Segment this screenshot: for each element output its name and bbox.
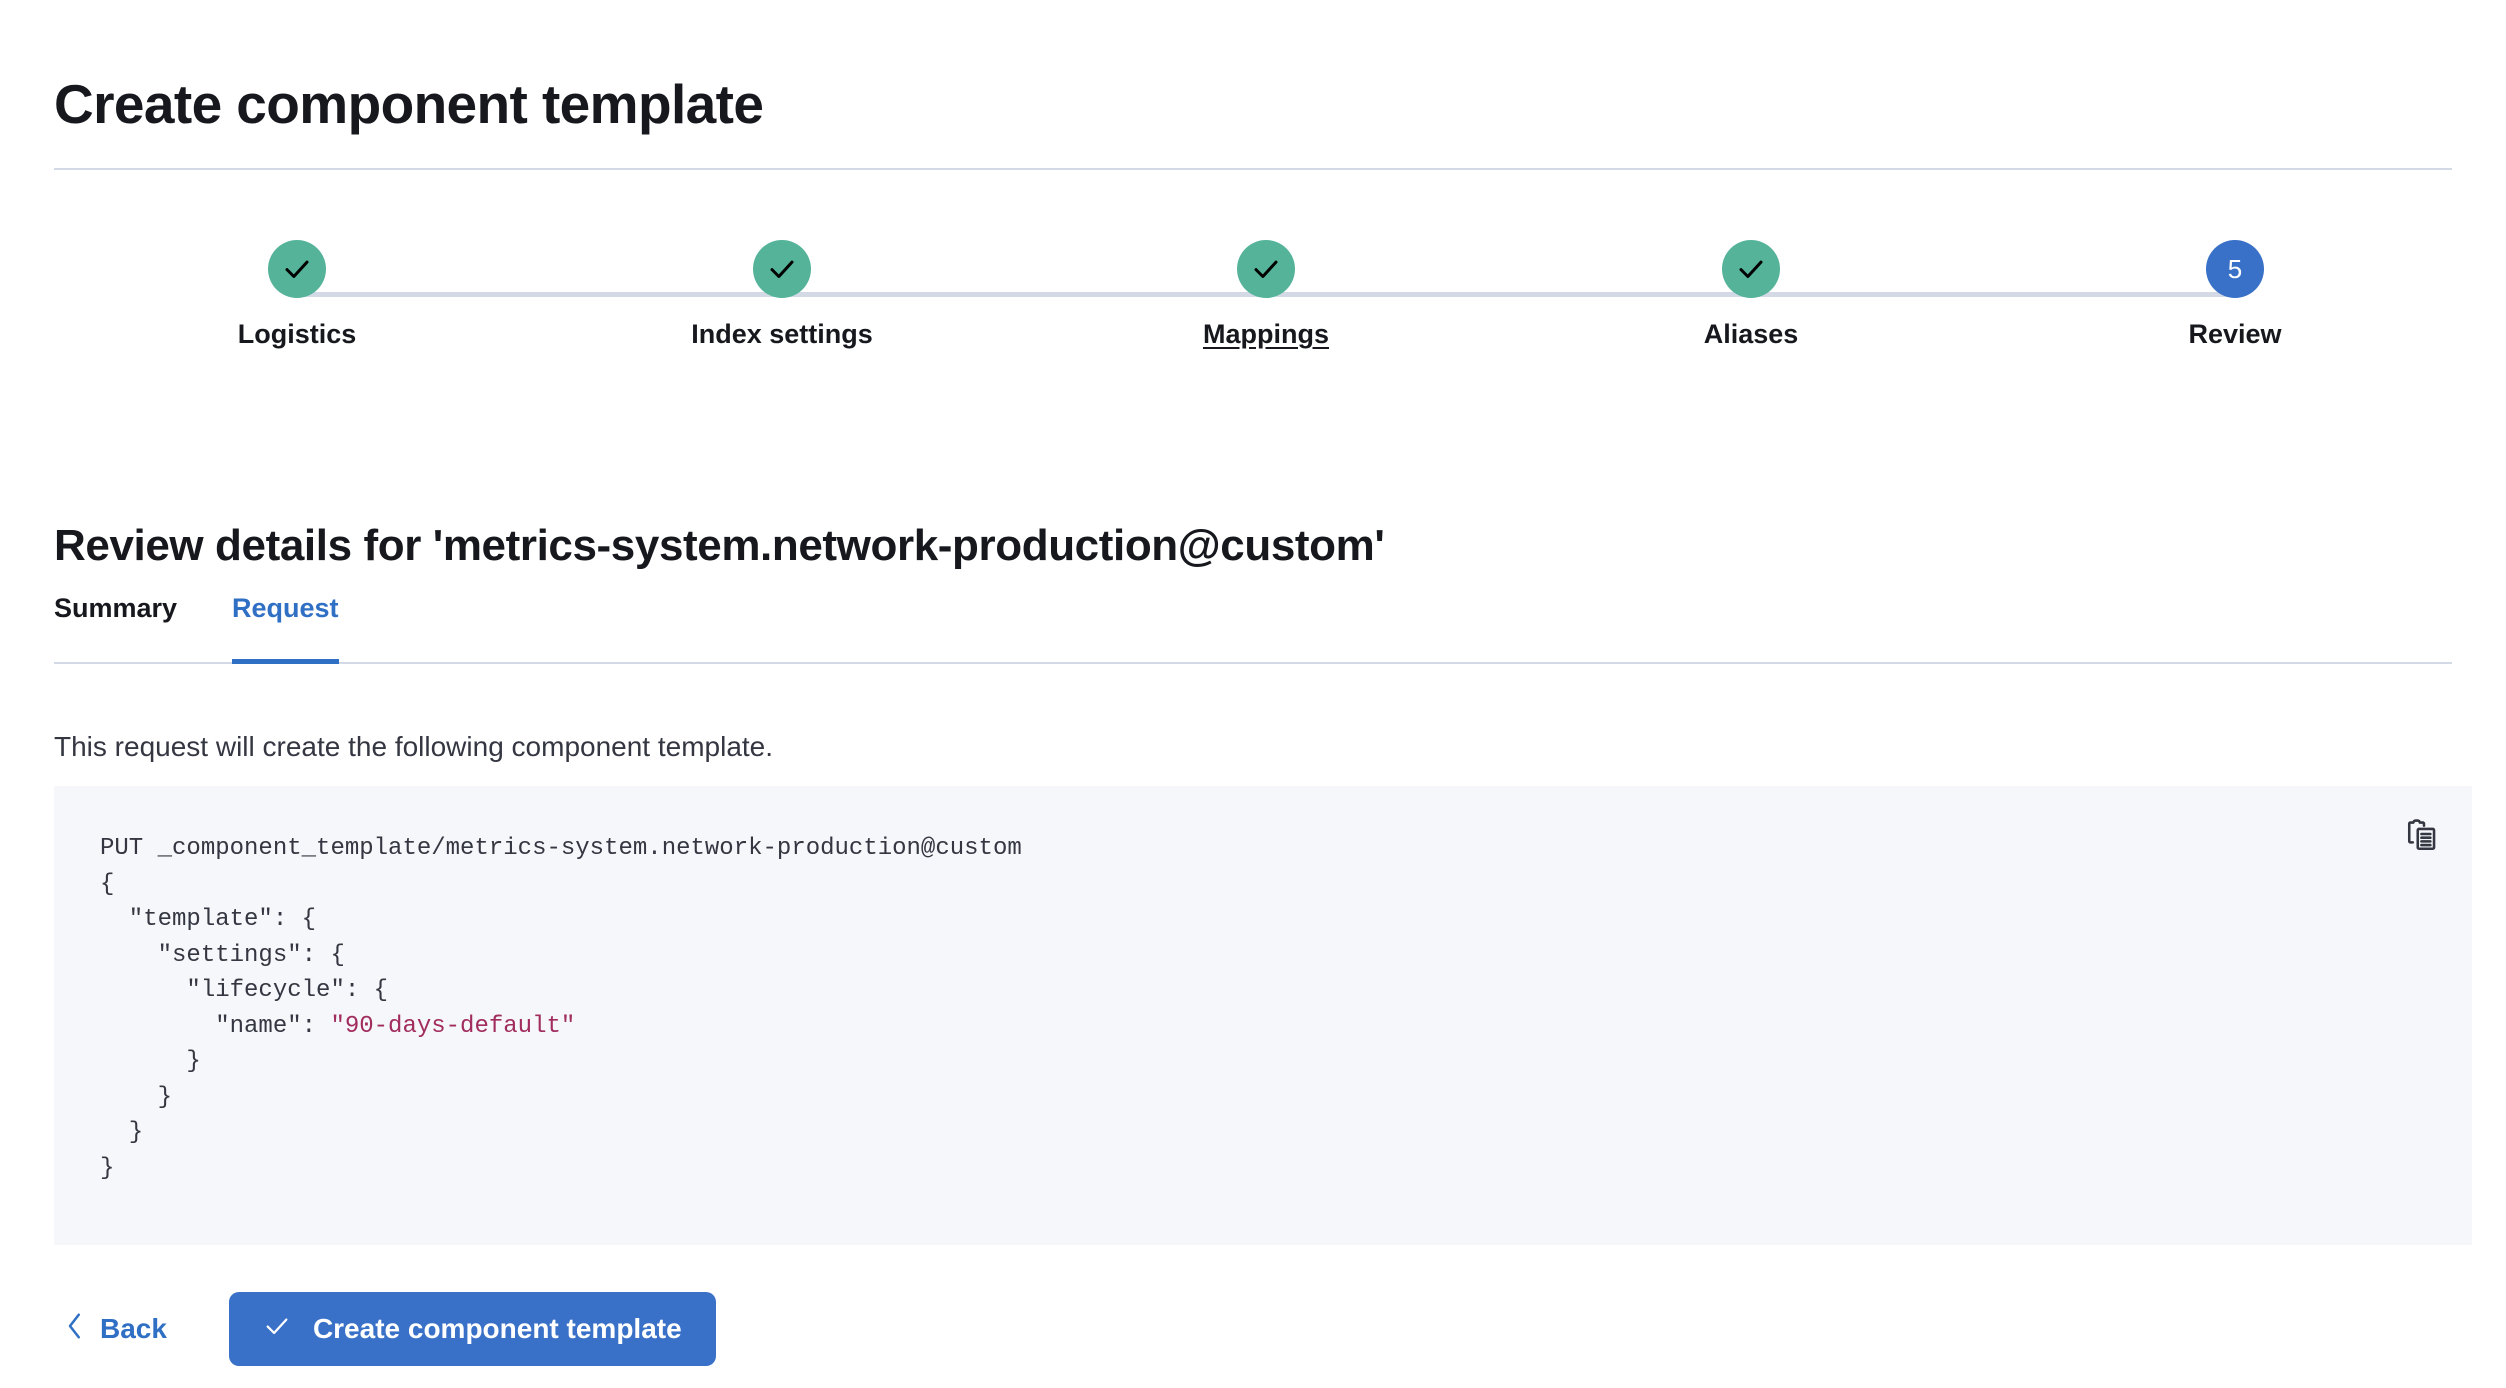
- back-button-label: Back: [100, 1313, 167, 1344]
- request-body-line: "template": {: [100, 906, 317, 933]
- step-aliases[interactable]: Aliases: [1611, 240, 1891, 350]
- request-body-line: }: [100, 1048, 201, 1075]
- check-icon: [1251, 254, 1281, 284]
- check-icon: [1736, 254, 1766, 284]
- request-lifecycle-name-value: "90-days-default": [330, 1012, 576, 1040]
- chevron-left-icon: [64, 1311, 86, 1348]
- create-button-label: Create component template: [312, 1313, 682, 1344]
- request-code-panel: PUT _component_template/metrics-system.n…: [54, 786, 2472, 1245]
- request-body-line-name: "name": "90-days-default": [100, 1012, 576, 1040]
- request-method-path: PUT _component_template/metrics-system.n…: [100, 835, 1022, 862]
- step-mappings[interactable]: Mappings: [1126, 240, 1406, 350]
- check-icon: [767, 254, 797, 284]
- header-divider: [54, 168, 2452, 170]
- review-tabs: Summary Request: [54, 592, 2452, 664]
- step-label: Index settings: [691, 319, 873, 349]
- request-description: This request will create the following c…: [54, 731, 774, 762]
- step-label: Logistics: [237, 319, 357, 349]
- step-status-indicator: [753, 240, 811, 298]
- copy-clipboard-icon: [2405, 818, 2439, 856]
- step-status-indicator: [1722, 240, 1780, 298]
- footer-actions: Back Create component template: [54, 1292, 716, 1366]
- create-component-template-button[interactable]: Create component template: [228, 1292, 716, 1366]
- request-body-line: "settings": {: [100, 941, 345, 969]
- step-number: 5: [2227, 254, 2243, 284]
- step-label: Aliases: [1703, 319, 1799, 349]
- request-body-line: }: [100, 1154, 115, 1182]
- step-label: Review: [2188, 319, 2282, 349]
- step-index-settings[interactable]: Index settings: [642, 240, 922, 350]
- copy-request-button[interactable]: [2396, 811, 2448, 863]
- request-body-line: {: [100, 870, 115, 898]
- step-logistics[interactable]: Logistics: [157, 240, 437, 350]
- tab-active-indicator: [232, 659, 339, 664]
- review-details-heading: Review details for 'metrics-system.netwo…: [54, 520, 1385, 570]
- step-review[interactable]: 5 Review: [2095, 240, 2375, 350]
- request-code-block: PUT _component_template/metrics-system.n…: [100, 831, 1022, 1186]
- request-body-line: }: [100, 1119, 144, 1146]
- tab-summary[interactable]: Summary: [54, 592, 177, 664]
- request-body-line: }: [100, 1083, 173, 1111]
- page-title: Create component template: [54, 72, 764, 135]
- wizard-stepper: Logistics Index settings Mappings: [54, 240, 2452, 360]
- step-status-indicator: [268, 240, 326, 298]
- back-button[interactable]: Back: [54, 1292, 187, 1366]
- tabs-underline: [54, 662, 2452, 664]
- check-icon: [282, 254, 312, 284]
- step-status-indicator: [1237, 240, 1295, 298]
- step-status-indicator: 5: [2206, 240, 2264, 298]
- tab-request-label: Request: [232, 593, 339, 623]
- check-icon: [263, 1312, 291, 1347]
- tab-request[interactable]: Request: [232, 592, 339, 664]
- step-label: Mappings: [1203, 319, 1329, 349]
- request-body-line: "lifecycle": {: [100, 977, 389, 1004]
